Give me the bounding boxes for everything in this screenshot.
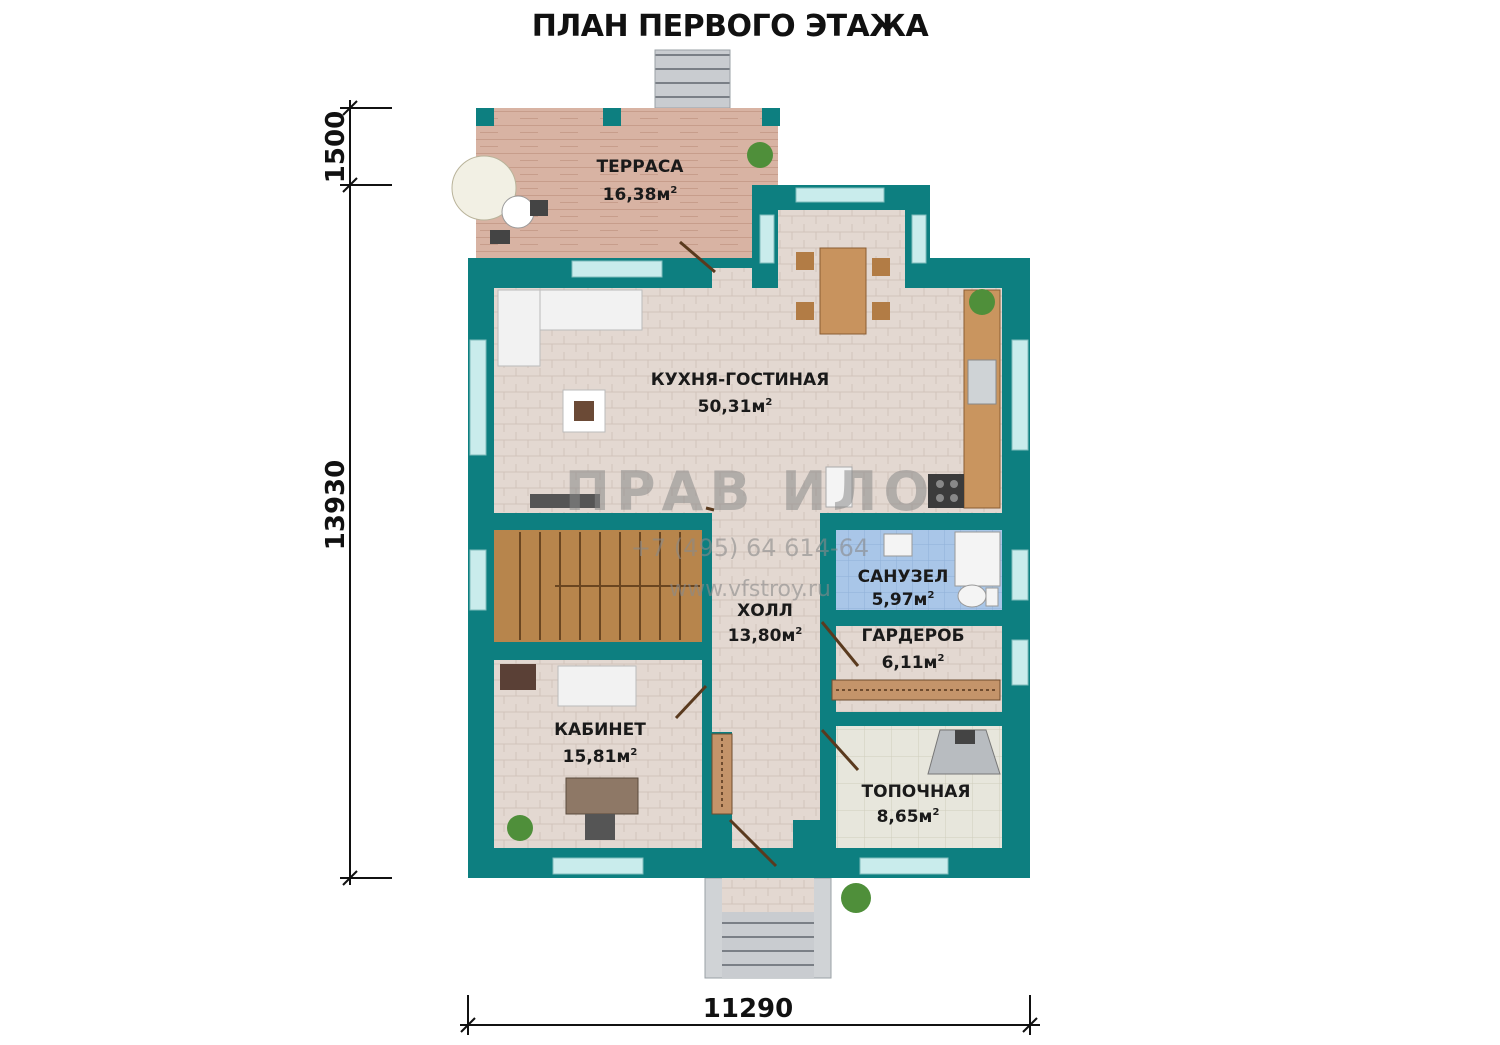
room-label-hall: ХОЛЛ 13,80м2 <box>728 601 803 646</box>
svg-text:ГАРДЕРОБ: ГАРДЕРОБ <box>861 626 964 646</box>
svg-text:13,80м2: 13,80м2 <box>728 626 803 646</box>
windows <box>469 187 1029 875</box>
svg-text:ТОПОЧНАЯ: ТОПОЧНАЯ <box>862 782 971 802</box>
plan-title: ПЛАН ПЕРВОГО ЭТАЖА <box>532 9 930 44</box>
plant-icon <box>507 142 995 913</box>
svg-text:6,11м2: 6,11м2 <box>882 653 945 673</box>
svg-text:16,38м2: 16,38м2 <box>603 185 678 205</box>
boiler <box>927 729 1001 775</box>
watermark: ПРАВ ИЛО +7 (495) 64 614-64 www.vfstroy.… <box>565 460 935 602</box>
svg-text:КУХНЯ-ГОСТИНАЯ: КУХНЯ-ГОСТИНАЯ <box>651 370 830 390</box>
terrace-steps <box>654 49 731 109</box>
svg-text:8,65м2: 8,65м2 <box>877 807 940 827</box>
entrance-steps <box>704 877 832 979</box>
wardrobe-rack <box>831 679 1001 701</box>
tv-stand <box>530 494 600 508</box>
room-label-bathroom: САНУЗЕЛ 5,97м2 <box>858 567 949 610</box>
terrace <box>476 108 780 258</box>
dimension-lines <box>340 100 1040 1035</box>
dimension-house-depth: 13930 <box>321 460 351 550</box>
room-label-wardrobe: ГАРДЕРОБ 6,11м2 <box>861 626 964 673</box>
dining-table <box>796 247 890 335</box>
doors <box>674 240 860 868</box>
svg-text:КАБИНЕТ: КАБИНЕТ <box>554 720 646 740</box>
svg-text:www.vfstroy.ru: www.vfstroy.ru <box>669 577 831 602</box>
shoe-rack <box>711 733 733 815</box>
staircase <box>519 532 700 640</box>
svg-text:ХОЛЛ: ХОЛЛ <box>737 601 793 621</box>
room-label-terrace: ТЕРРАСА 16,38м2 <box>597 157 685 205</box>
terrace-umbrella <box>451 155 548 244</box>
room-label-study: КАБИНЕТ 15,81м2 <box>554 720 646 767</box>
svg-text:+7 (495) 64 614-64: +7 (495) 64 614-64 <box>631 534 869 562</box>
kitchen-counter <box>825 289 1001 509</box>
coffee-table <box>562 389 606 433</box>
svg-text:САНУЗЕЛ: САНУЗЕЛ <box>858 567 949 587</box>
bathroom-fixtures <box>883 531 1001 608</box>
svg-text:5,97м2: 5,97м2 <box>872 590 935 610</box>
room-label-kitchen: КУХНЯ-ГОСТИНАЯ 50,31м2 <box>651 370 830 417</box>
dimension-terrace-depth: 1500 <box>321 111 351 183</box>
svg-text:50,31м2: 50,31м2 <box>698 397 773 417</box>
study-furniture <box>500 664 639 840</box>
svg-text:15,81м2: 15,81м2 <box>563 747 638 767</box>
sofa-living <box>497 289 643 367</box>
room-label-boiler: ТОПОЧНАЯ 8,65м2 <box>862 782 971 827</box>
dimension-house-width: 11290 <box>703 994 793 1024</box>
svg-text:ТЕРРАСА: ТЕРРАСА <box>597 157 685 177</box>
svg-text:ПРАВ ИЛО: ПРАВ ИЛО <box>565 460 935 523</box>
